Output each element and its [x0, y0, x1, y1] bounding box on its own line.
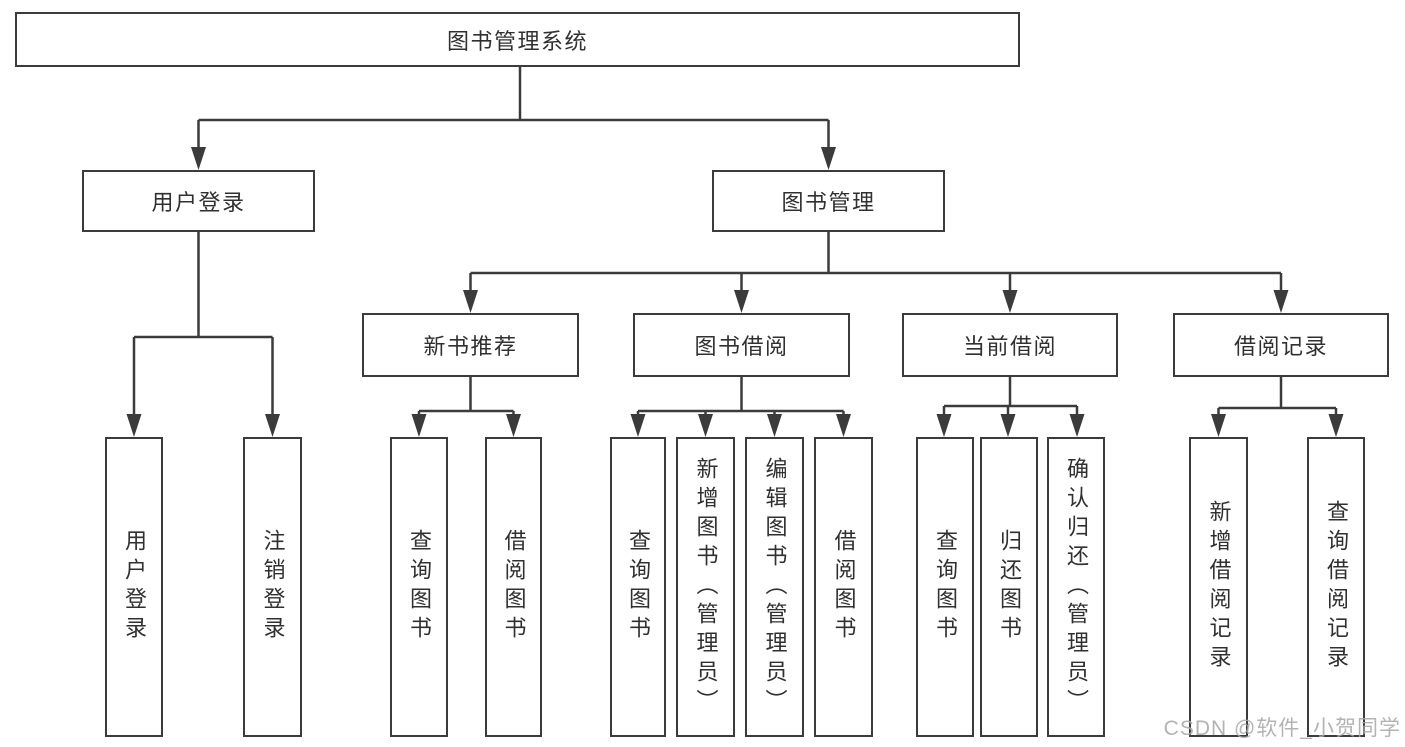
leaf-label: 新增图书（管理员） [693, 456, 719, 718]
arrowhead-icons [126, 147, 1344, 437]
node-library-management-system: 图书管理系统 [15, 12, 1020, 67]
node-label: 新书推荐 [423, 334, 518, 359]
leaf-query-books-borrow: 查询图书 [610, 437, 666, 737]
node-borrow-records: 借阅记录 [1173, 313, 1389, 377]
node-label: 图书借阅 [694, 334, 789, 359]
node-label: 图书管理 [781, 190, 876, 215]
node-label: 用户登录 [151, 190, 246, 215]
leaf-label: 借阅图书 [831, 529, 857, 645]
leaf-borrow-books-recommend: 借阅图书 [485, 437, 542, 737]
csdn-watermark: CSDN @软件_小贺同学 [1163, 717, 1401, 740]
node-label: 当前借阅 [962, 334, 1057, 359]
node-user-login: 用户登录 [82, 170, 315, 232]
leaf-add-books-admin: 新增图书（管理员） [676, 437, 735, 737]
node-new-book-recommend: 新书推荐 [362, 313, 579, 377]
leaf-logout: 注销登录 [243, 437, 302, 737]
leaf-label: 注销登录 [260, 529, 286, 645]
leaf-label: 用户登录 [122, 529, 147, 645]
leaf-edit-books-admin: 编辑图书（管理员） [745, 437, 804, 737]
leaf-confirm-return-admin: 确认归还（管理员） [1047, 437, 1105, 737]
leaf-label: 查询图书 [626, 529, 651, 645]
leaf-label: 编辑图书（管理员） [762, 456, 788, 718]
leaf-label: 查询图书 [407, 529, 432, 645]
leaf-label: 查询借阅记录 [1324, 500, 1349, 674]
node-current-borrow: 当前借阅 [902, 313, 1118, 377]
leaf-add-borrow-record: 新增借阅记录 [1189, 437, 1248, 737]
leaf-label: 查询图书 [933, 529, 958, 645]
leaf-query-books-current: 查询图书 [916, 437, 974, 737]
node-book-borrow: 图书借阅 [633, 313, 850, 377]
leaf-label: 确认归还（管理员） [1064, 456, 1089, 718]
leaf-query-borrow-record: 查询借阅记录 [1307, 437, 1365, 737]
leaf-label: 归还图书 [997, 529, 1022, 645]
node-book-management: 图书管理 [712, 170, 945, 232]
leaf-label: 借阅图书 [501, 529, 527, 645]
leaf-borrow-books: 借阅图书 [814, 437, 873, 737]
leaf-return-books: 归还图书 [980, 437, 1038, 737]
leaf-user-login: 用户登录 [105, 437, 163, 737]
leaf-label: 新增借阅记录 [1206, 500, 1232, 674]
node-label: 借阅记录 [1233, 334, 1328, 359]
leaf-query-books-recommend: 查询图书 [390, 437, 448, 737]
node-label: 图书管理系统 [446, 28, 588, 54]
